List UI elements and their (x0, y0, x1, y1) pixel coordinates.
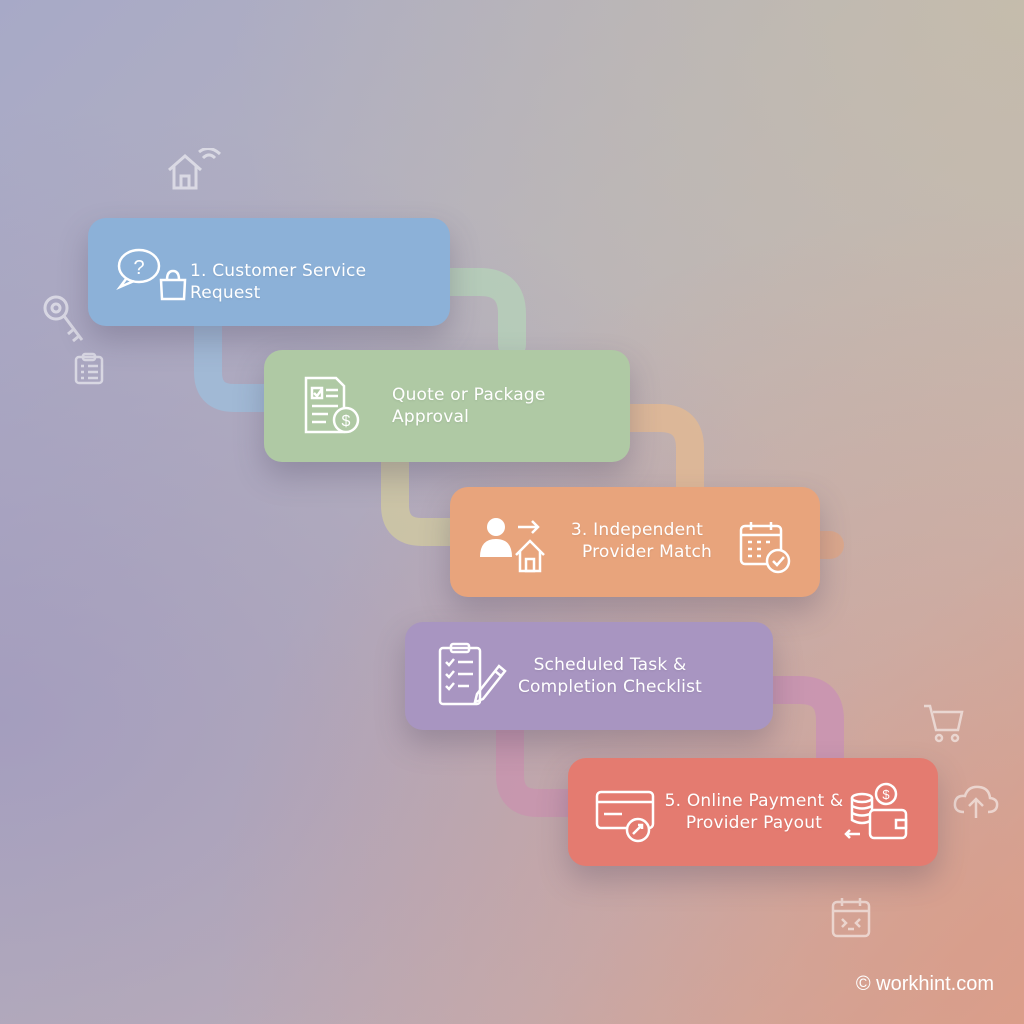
step-3-label-line2: Provider Match (581, 542, 713, 562)
svg-text:$: $ (882, 787, 890, 802)
connector-1-2-right (416, 268, 526, 359)
clipboard-icon (74, 352, 104, 385)
step-2-label-line1: Quote or Package (392, 385, 546, 405)
svg-text:$: $ (342, 413, 351, 430)
step-4-label-line2: Completion Checklist (517, 677, 703, 697)
svg-text:?: ? (133, 257, 144, 279)
shopping-bag-icon (159, 269, 187, 301)
step-3-label-line1: 3. Independent (570, 520, 704, 540)
shopping-cart-icon (924, 704, 964, 743)
connector-4-5-right (746, 676, 844, 779)
checklist-pencil-icon (438, 642, 507, 706)
smart-home-icon (168, 148, 222, 190)
coins-wallet-icon: $ (844, 782, 908, 840)
credit-card-icon (595, 790, 655, 843)
step-5-card: 5. Online Payment & Provider Payout $ (568, 758, 938, 866)
step-3-card: 3. Independent Provider Match (450, 487, 820, 597)
connector-2-3-left (381, 441, 472, 546)
connector-2-3-right (601, 404, 704, 504)
person-to-house-icon (480, 518, 545, 573)
step-1-card: ? 1. Customer Service Request (88, 218, 450, 326)
calendar-check-icon (739, 522, 791, 574)
step-1-label: 1. Customer Service Request (190, 261, 367, 303)
chat-question-icon: ? (116, 248, 161, 290)
step-2-card: $ Quote or Package Approval (264, 350, 630, 462)
step-4-label-line1: Scheduled Task & (533, 655, 687, 675)
connector-4-5-left (496, 711, 589, 817)
step-5-label-line2: Provider Payout (685, 813, 823, 833)
step-2-label-line2: Approval (392, 407, 470, 427)
cloud-upload-icon (953, 785, 999, 818)
watermark: © workhint.com (855, 973, 994, 995)
calendar-icon (831, 898, 871, 938)
quote-document-dollar-icon: $ (304, 376, 360, 434)
step-5-label-line1: 5. Online Payment & (664, 791, 844, 811)
step-4-card: Scheduled Task & Completion Checklist (405, 622, 773, 730)
connector-1-2-left (194, 301, 284, 412)
key-icon (43, 295, 84, 343)
